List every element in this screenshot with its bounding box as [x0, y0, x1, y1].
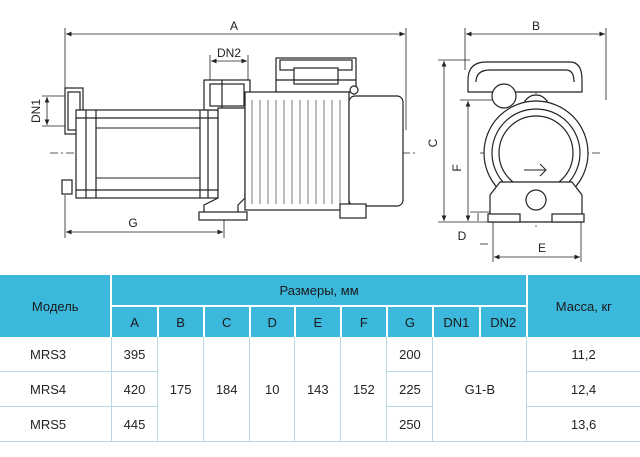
header-col-e: E	[294, 306, 342, 337]
cell-model: MRS4	[0, 371, 112, 407]
cell-mass: 13,6	[526, 406, 640, 442]
header-col-d: D	[249, 306, 296, 337]
cell-mass: 12,4	[526, 371, 640, 407]
dim-label-c: C	[426, 138, 440, 147]
header-model: Модель	[0, 275, 113, 337]
table-row: MRS5 445 250 13,6	[0, 406, 640, 442]
dim-label-d: D	[458, 229, 467, 243]
table-header-row-top: Модель Размеры, мм Масса, кг	[0, 275, 640, 337]
header-col-b: B	[157, 306, 205, 337]
dim-label-g: G	[128, 216, 137, 230]
cell-mass: 11,2	[526, 337, 640, 372]
cell-d: 10	[249, 337, 295, 442]
header-dimensions: Размеры, мм	[111, 275, 527, 307]
dim-label-dn2: DN2	[217, 46, 241, 60]
header-col-a: A	[111, 306, 159, 337]
header-col-g: G	[386, 306, 434, 337]
cell-model: MRS5	[0, 406, 112, 442]
pump-technical-drawing: A DN2 DN1 G B C F D E	[29, 19, 607, 262]
table-header-row-columns: A B C D E F G DN1 DN2	[0, 306, 640, 337]
cell-b: 175	[157, 337, 204, 442]
dim-label-b: B	[532, 19, 540, 33]
dim-label-f: F	[450, 164, 464, 171]
header-col-c: C	[203, 306, 251, 337]
dim-label-e: E	[538, 241, 546, 255]
dim-label-dn1: DN1	[29, 99, 43, 123]
header-col-dn1: DN1	[432, 306, 481, 337]
cell-dn: G1-B	[432, 337, 527, 442]
cell-model: MRS3	[0, 337, 112, 372]
dim-label-a: A	[230, 19, 238, 33]
header-col-dn2: DN2	[479, 306, 527, 337]
side-view	[42, 28, 418, 238]
cell-a: 445	[110, 406, 158, 442]
table-row: MRS3 395 175 184 10 143 152 200 G1-B 11,…	[0, 337, 640, 442]
cell-a: 395	[110, 337, 158, 372]
end-view	[438, 28, 607, 262]
cell-g: 200	[386, 337, 433, 372]
cell-f: 152	[340, 337, 387, 442]
dimensions-table: Модель Размеры, мм Масса, кг A B C D E F…	[0, 275, 640, 442]
cell-e: 143	[294, 337, 341, 442]
header-col-f: F	[340, 306, 388, 337]
cell-g: 225	[386, 371, 433, 407]
cell-g: 250	[386, 406, 433, 442]
cell-a: 420	[110, 371, 158, 407]
table-row: MRS4 420 225 12,4	[0, 371, 640, 407]
header-mass: Масса, кг	[525, 275, 640, 337]
cell-c: 184	[203, 337, 250, 442]
